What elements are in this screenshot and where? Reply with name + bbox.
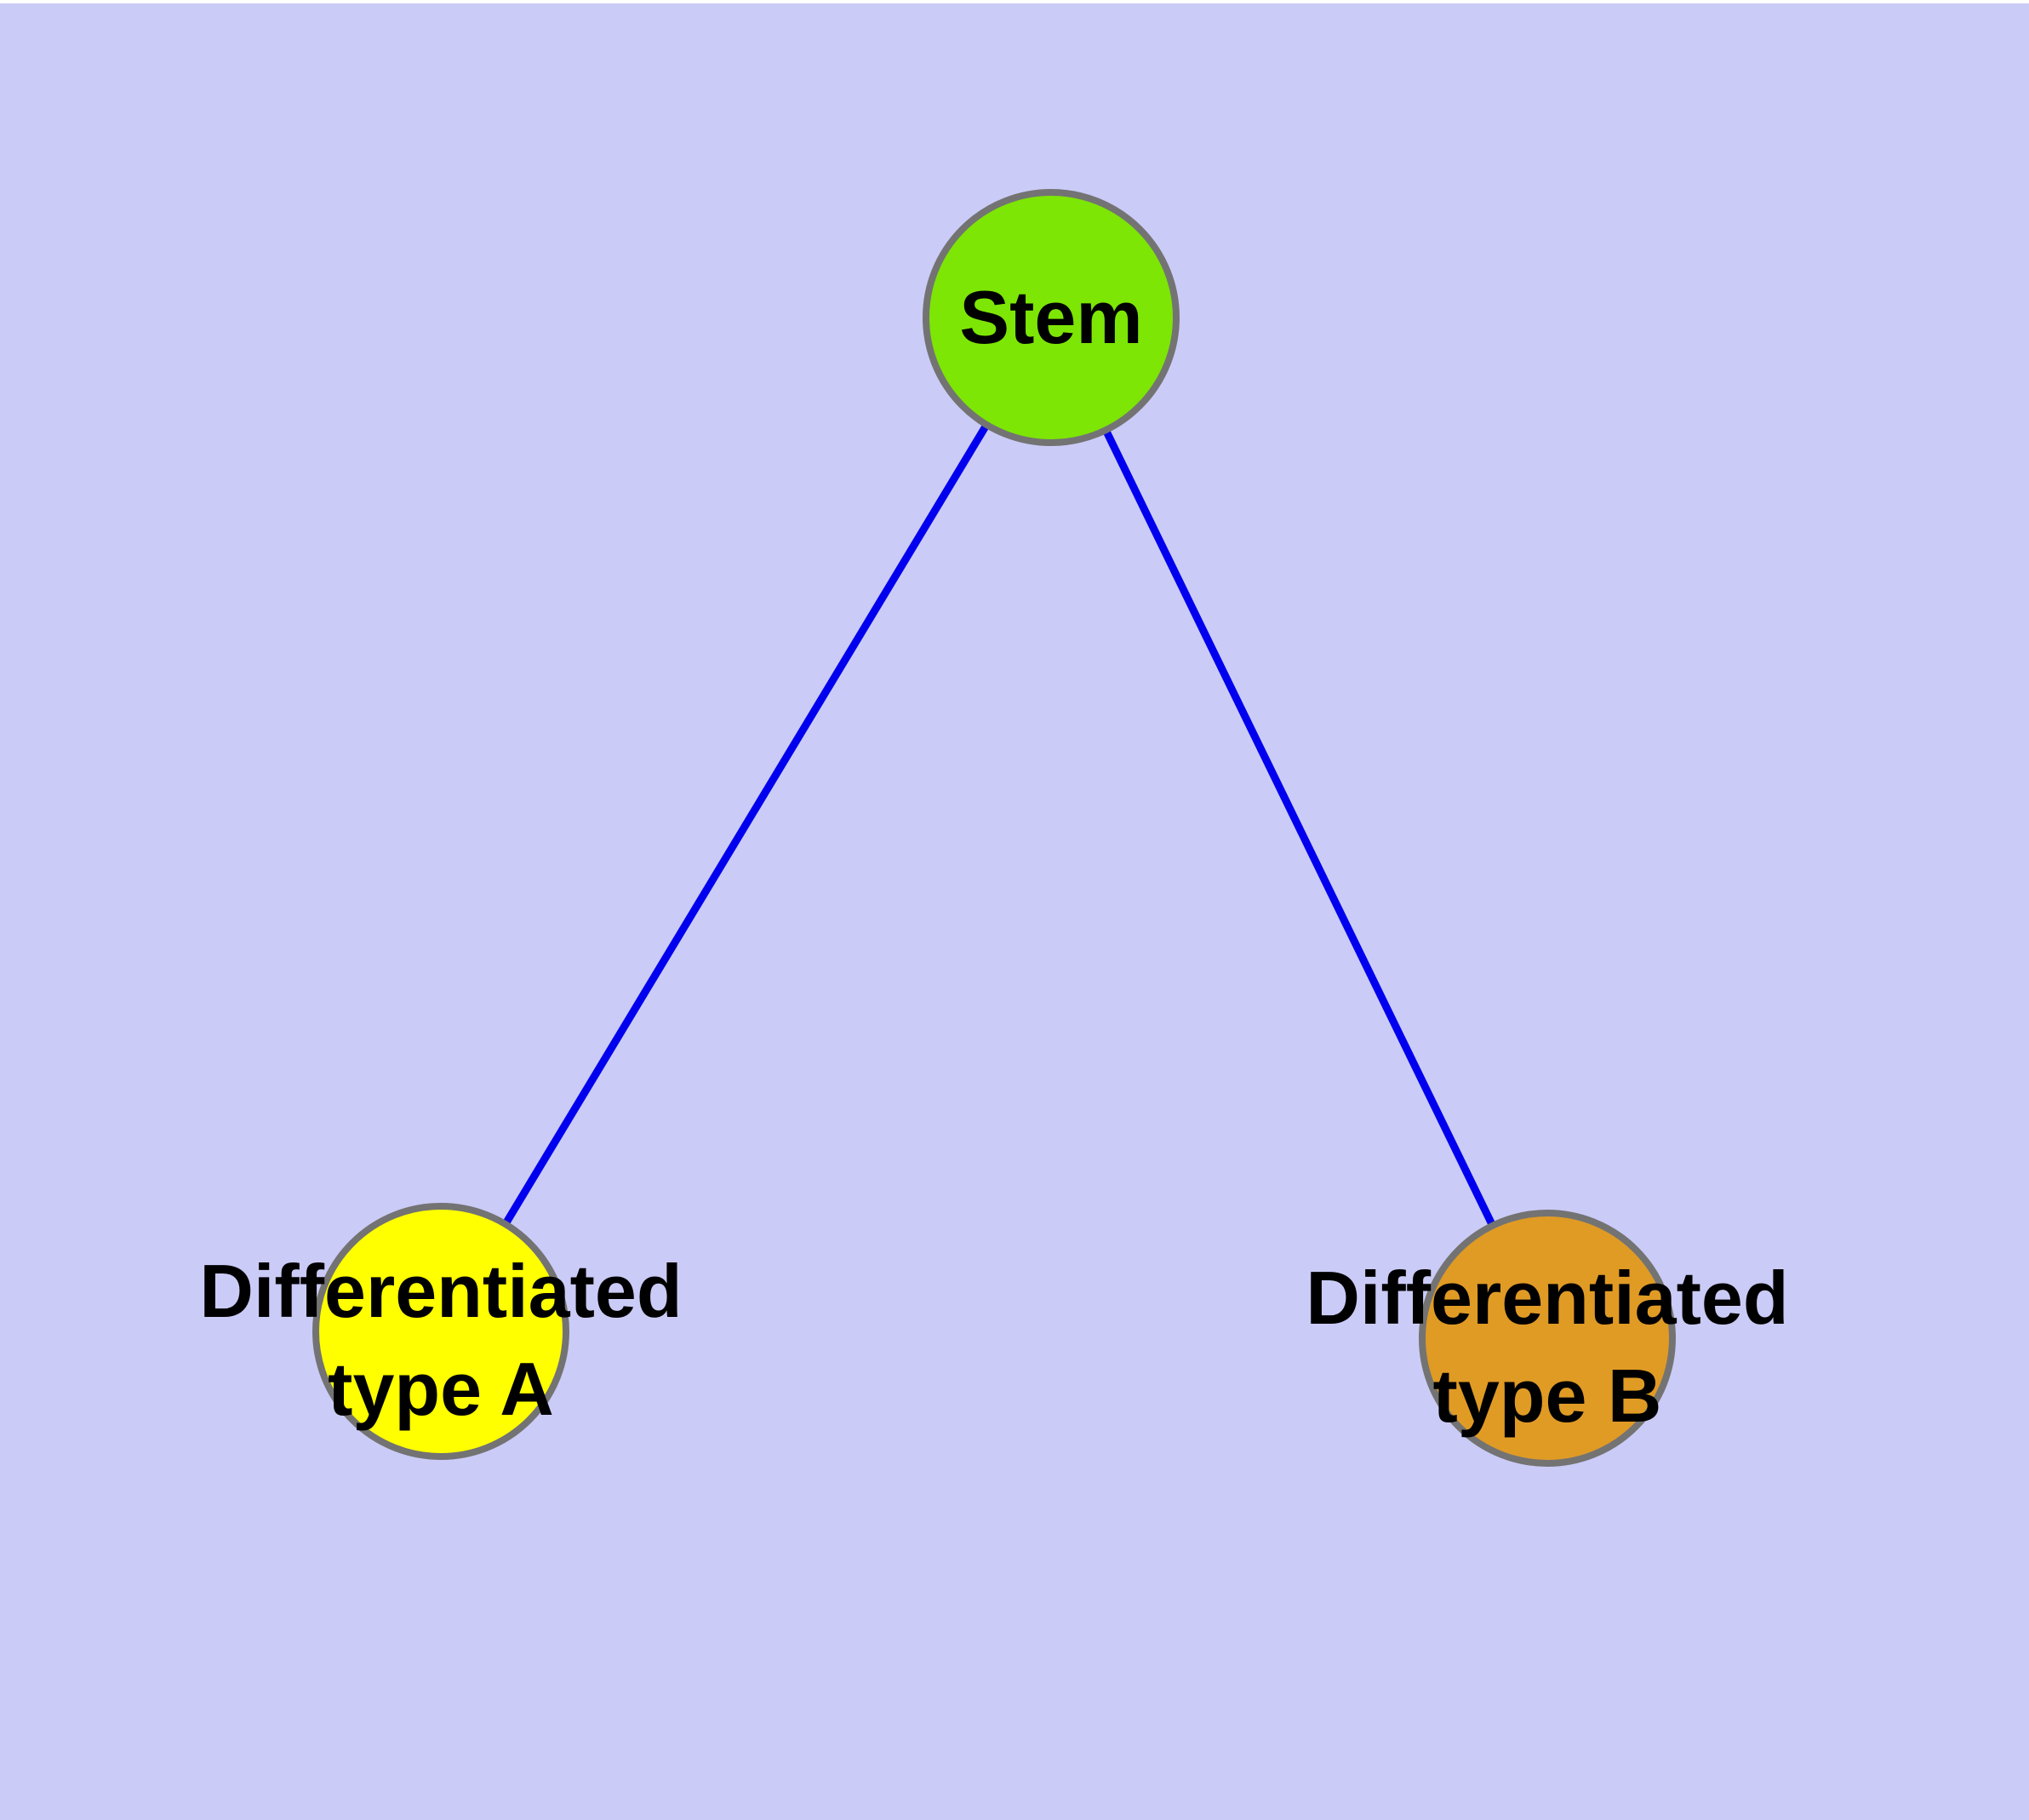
edge-stem-to-type-a — [437, 315, 1055, 1334]
node-type-b-circle — [1419, 1210, 1676, 1467]
node-type-a-label-line2: type A — [328, 1347, 554, 1431]
edge-stem-to-type-b — [1047, 316, 1552, 1340]
node-type-a-label-line1: Differentiated — [199, 1249, 682, 1333]
node-type-a-circle — [312, 1203, 569, 1460]
node-stem-circle — [923, 189, 1180, 446]
node-stem-label: Stem — [959, 275, 1142, 359]
node-type-b-label-line1: Differentiated — [1306, 1256, 1788, 1340]
node-type-b-label-line2: type B — [1433, 1354, 1662, 1438]
top-border-strip — [0, 0, 2029, 3]
